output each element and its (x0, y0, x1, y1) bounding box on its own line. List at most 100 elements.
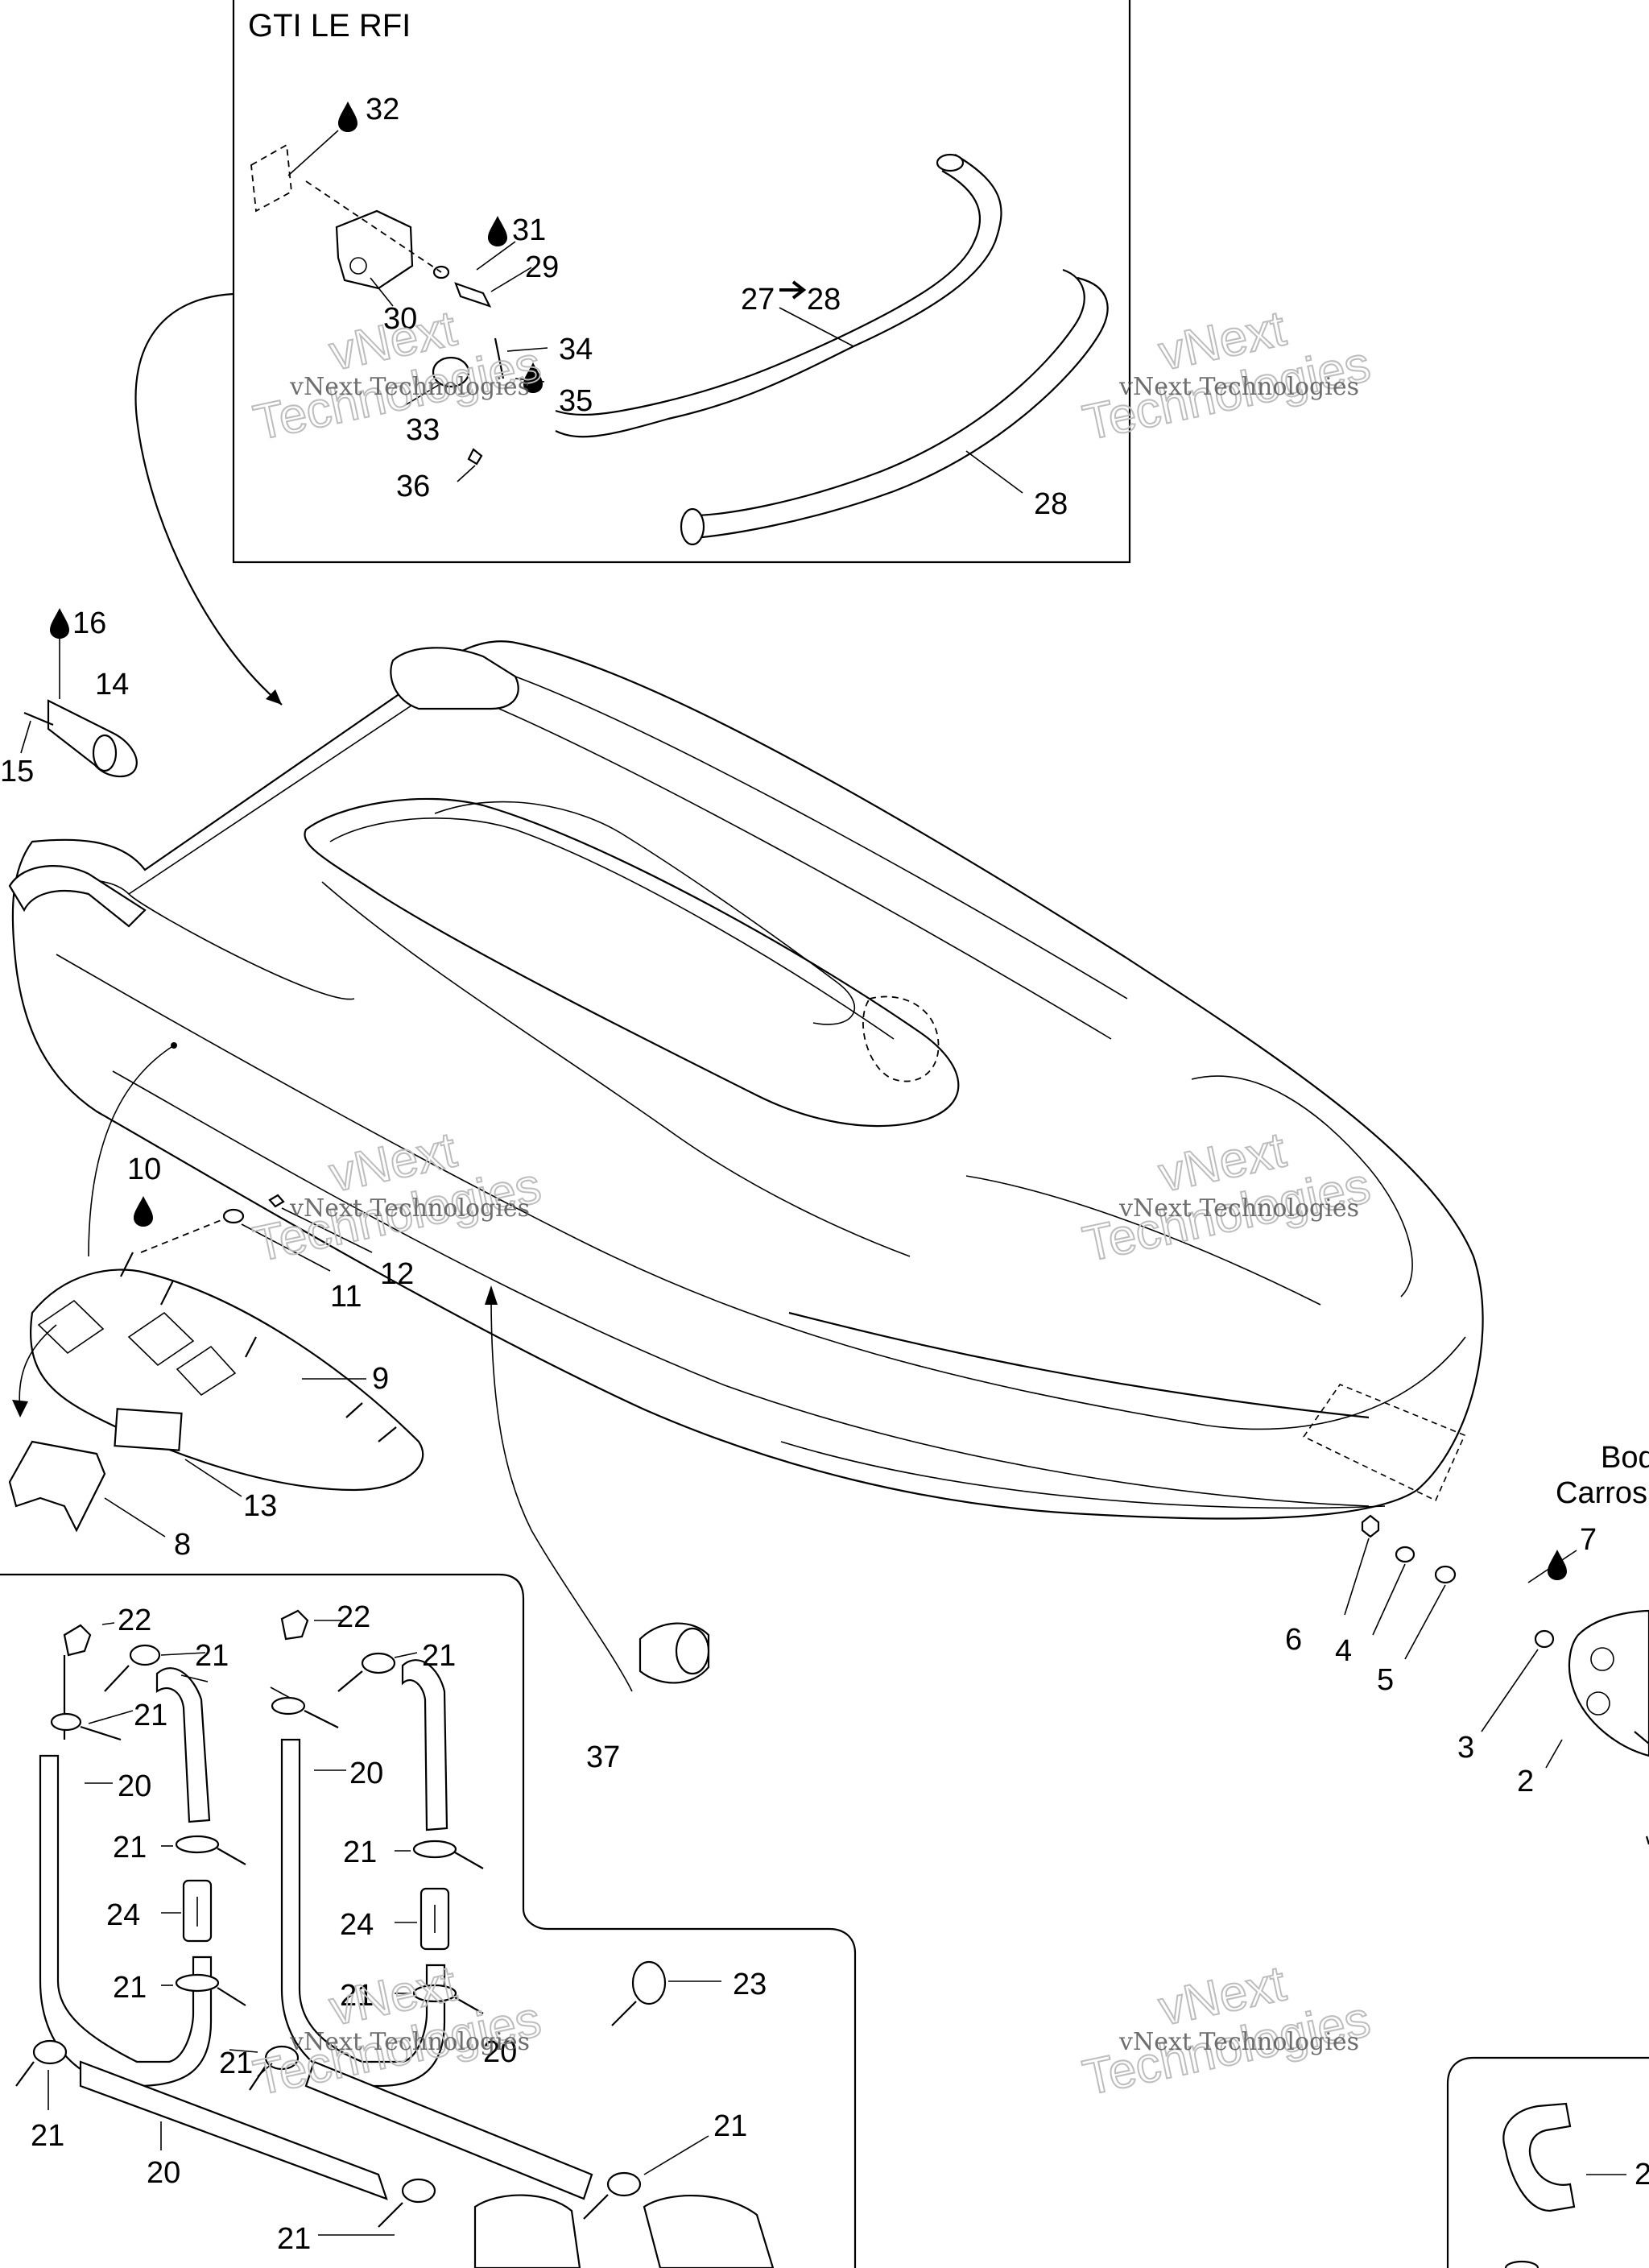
handlebar-top-edge (555, 154, 1002, 438)
callout-10: 10 (127, 1153, 161, 1186)
callout-labels: 32 31 29 30 27 28 34 35 33 36 28 16 14 1… (0, 93, 1649, 2256)
clamp-21-c (175, 1835, 220, 1854)
drain-screw (23, 711, 54, 726)
nut-6 (1361, 1514, 1380, 1538)
deck-stripe (321, 881, 911, 1257)
callout-21-k: 21 (277, 2222, 311, 2256)
clamp-21-b (129, 1644, 161, 1666)
callout-21-f: 21 (343, 1836, 377, 1869)
stud-washer-line (140, 1217, 228, 1253)
callout-23: 23 (733, 1968, 767, 2001)
bracket (335, 209, 414, 290)
hull-rail (56, 954, 1466, 1430)
grate-plate (30, 1269, 424, 1492)
grip-top-edge (692, 276, 1109, 540)
hose-20-b (79, 2060, 388, 2200)
callout-5: 5 (1377, 1663, 1394, 1697)
washer-4 (1395, 1546, 1415, 1563)
clamp-21-a-tail (80, 1725, 122, 1741)
leader-lines (48, 130, 1023, 2236)
hose-group-right (249, 1609, 775, 2268)
mirror-base-2 (1568, 1609, 1649, 1757)
inset-title: GTI LE RFI (248, 8, 411, 43)
drain-plug-group (20, 636, 138, 778)
clamp-21-g (361, 1652, 396, 1674)
svg-text:vNext Technologies: vNext Technologies (1118, 373, 1359, 401)
mount-plate (250, 143, 292, 213)
outlet-fitting-a (473, 2194, 581, 2268)
cup-37 (485, 1285, 710, 1692)
callout-21-h: 21 (219, 2047, 253, 2080)
callout-11: 11 (330, 1280, 362, 1314)
fitting-22-b (280, 1609, 309, 1641)
clamp (432, 356, 470, 388)
outlet-fitting-b (643, 2194, 775, 2268)
oil-drop-icon (338, 101, 357, 132)
hose-20-a (39, 1754, 213, 2088)
nut (467, 448, 483, 466)
nut-12 (268, 1194, 285, 1208)
decal-13 (114, 1408, 183, 1451)
callout-35: 35 (559, 384, 593, 418)
callout-21-j: 21 (713, 2109, 747, 2143)
callout-24-a: 24 (106, 1898, 140, 1932)
callout-12: 12 (380, 1257, 414, 1291)
cup-rim (675, 1627, 710, 1675)
pin (494, 337, 505, 379)
callout-8: 8 (174, 1528, 191, 1562)
grip-end (680, 507, 705, 546)
inset-leader (134, 292, 283, 706)
bracket-bottom-part (1504, 2260, 1539, 2268)
bracket-inset-frame (1446, 2056, 1649, 2268)
clamp-21-i (412, 1840, 457, 1859)
intake-grate-group (8, 1194, 424, 1538)
side-label-line1: Bod (1601, 1441, 1649, 1475)
clamp-21-f-tail (378, 2202, 403, 2228)
leader-6 (1344, 1538, 1370, 1616)
callout-32: 32 (366, 93, 399, 126)
callout-20-b: 20 (349, 1757, 383, 1790)
screw (454, 282, 492, 308)
hull-to-reverse-leader (88, 1045, 175, 1257)
callout-7: 7 (1580, 1523, 1597, 1557)
callout-20-c: 20 (483, 2035, 517, 2069)
leader-11 (241, 1223, 331, 1272)
nose-stripe (1191, 1075, 1413, 1297)
clamp-21-d (175, 1973, 220, 1993)
watermark-3: vNext Technologies vNext Technologies (248, 1121, 546, 1273)
clamp-23 (631, 1960, 667, 2005)
leader-4 (1372, 1563, 1406, 1636)
clamp-21-d-tail (217, 1987, 246, 2006)
callout-2-b: 2 (1635, 2158, 1649, 2191)
callout-37: 37 (586, 1740, 620, 1774)
callout-14: 14 (95, 668, 129, 702)
leader-12 (281, 1207, 373, 1253)
clamp-21-k-tail (249, 2065, 267, 2091)
callout-4: 4 (1335, 1634, 1352, 1668)
nose-edge (965, 1175, 1321, 1306)
hose-20-d (304, 2060, 593, 2200)
grip-bottom-edge (690, 268, 1085, 517)
stud-2 (160, 1280, 174, 1306)
callout-3: 3 (1457, 1731, 1474, 1765)
callout-30: 30 (383, 302, 417, 336)
hose-bend-a (155, 1667, 211, 1823)
handlebar-end (936, 153, 965, 172)
cup-leader (490, 1296, 633, 1692)
clamp-21-b-tail (104, 1665, 130, 1692)
svg-text:vNext Technologies: vNext Technologies (289, 2028, 530, 2056)
grate-arrow-head (12, 1400, 28, 1418)
callout-6: 6 (1285, 1623, 1302, 1657)
callout-34: 34 (559, 333, 593, 366)
callout-2: 2 (1517, 1765, 1534, 1798)
seat-inner-line (329, 817, 895, 1040)
drain-plug (47, 699, 138, 778)
svg-text:vNext Technologies: vNext Technologies (1118, 1194, 1359, 1223)
stud-4 (345, 1402, 363, 1418)
rear-bumper (8, 865, 147, 928)
clamp-21-k (264, 2045, 300, 2071)
callout-21-a: 21 (195, 1639, 229, 1673)
grate-part-8 (8, 1440, 106, 1533)
hose-bend-b (401, 1659, 448, 1831)
mirror-stem (1634, 1731, 1649, 1744)
